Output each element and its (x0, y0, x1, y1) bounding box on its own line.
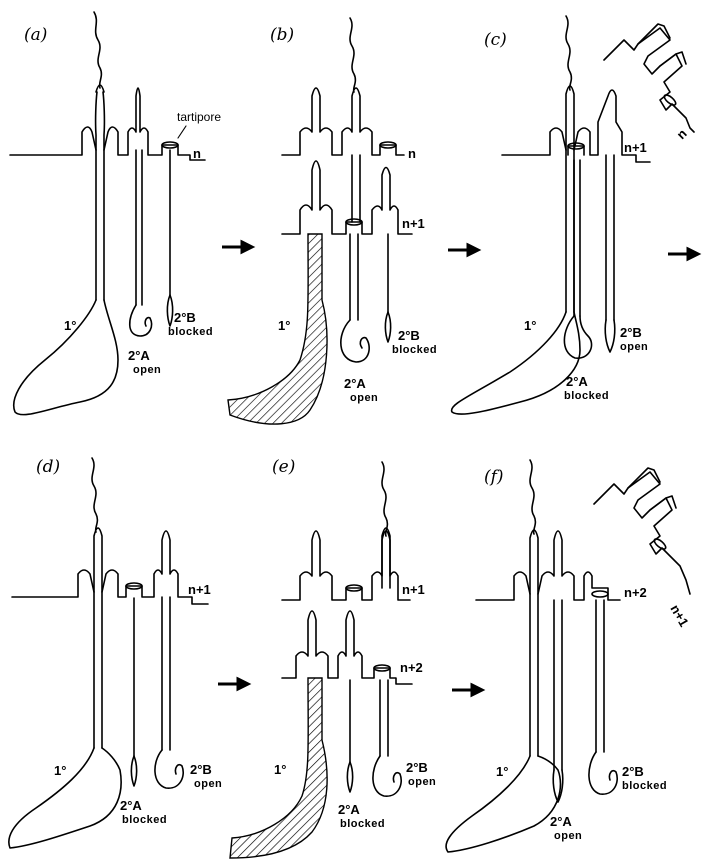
inset-label: n+1 (667, 602, 691, 629)
level-label: n+1 (402, 582, 425, 597)
inset-label: n (674, 126, 690, 142)
secondary-a-blocked (131, 756, 136, 786)
secondary-a-stem (350, 155, 360, 320)
level-line (12, 531, 208, 604)
secondary-b-hook (155, 750, 183, 788)
primary-stem (94, 528, 102, 748)
secondary-a-state: blocked (122, 814, 167, 826)
secondary-a-state: open (554, 830, 582, 842)
secondary-b-state: open (408, 776, 436, 788)
tartipore (592, 591, 608, 597)
secondary-b-state: open (194, 778, 222, 790)
secondary-b-stem (162, 597, 170, 750)
panel-label: (f) (484, 467, 504, 487)
panel-e: (e) n+1 n+2 1° 2°A blocked 2°B open (230, 457, 436, 858)
secondary-b-hook (373, 756, 401, 796)
secondary-a-state: open (133, 364, 161, 376)
inset-diagram: n+1 (594, 468, 692, 629)
level-line (282, 88, 404, 155)
secondary-b-label: 2°B (398, 328, 420, 343)
panel-label: (a) (24, 25, 47, 45)
secondary-a-label: 2°A (120, 798, 142, 813)
primary-bag (452, 312, 580, 414)
level-line (282, 611, 412, 684)
secondary-a-label: 2°A (128, 348, 150, 363)
tartipore-annotation: tartipore (177, 110, 221, 124)
secondary-b-open (605, 320, 615, 352)
primary-stem-top (92, 458, 97, 532)
primary-label: 1° (496, 764, 508, 779)
secondary-a-state: open (350, 392, 378, 404)
primary-label: 1° (524, 318, 536, 333)
primary-stem-top (566, 16, 571, 90)
secondary-b-state: blocked (622, 780, 667, 792)
primary-label: 1° (64, 318, 76, 333)
secondary-b-stem-top (382, 462, 387, 536)
primary-stem-top (94, 12, 101, 88)
secondary-a-state: blocked (340, 818, 385, 830)
secondary-b-label: 2°B (406, 760, 428, 775)
panel-label: (c) (484, 30, 507, 50)
secondary-a-stem (574, 160, 580, 316)
secondary-a-blocked (564, 316, 591, 358)
secondary-a-label: 2°A (550, 814, 572, 829)
secondary-b-state: blocked (392, 344, 437, 356)
secondary-b-blocked (167, 295, 172, 326)
panel-d: (d) n+1 1° 2°A blocked 2°B open (9, 457, 222, 848)
secondary-b-label: 2°B (190, 762, 212, 777)
panel-label: (b) (270, 25, 294, 45)
secondary-b-stem (596, 600, 604, 752)
primary-stem-top (530, 460, 535, 534)
panel-label: (d) (36, 457, 60, 477)
level-label: n+1 (624, 140, 647, 155)
secondary-a-hook (341, 320, 369, 362)
secondary-a-label: 2°A (338, 802, 360, 817)
secondary-a-stem (136, 150, 142, 305)
secondary-a-hook (130, 305, 152, 336)
panel-c: (c) n+1 1° 2°A blocked 2°B open n (452, 16, 694, 414)
panel-b: (b) n n+1 1° 2°A open 2°B blocked (228, 18, 437, 424)
secondary-b-blocked (385, 312, 390, 342)
level-label: n+1 (402, 216, 425, 231)
level-line (10, 88, 205, 160)
secondary-b-hook (589, 752, 617, 794)
secondary-b-label: 2°B (620, 325, 642, 340)
secondary-b-stem (606, 155, 614, 320)
secondary-b-state: blocked (168, 326, 213, 338)
primary-stem (530, 530, 538, 756)
panel-f: (f) n+2 1° 2°A open 2°B blocked n+1 (446, 460, 692, 852)
secondary-b-state: open (620, 341, 648, 353)
secondary-a-label: 2°A (566, 374, 588, 389)
secondary-a-state: blocked (564, 390, 609, 402)
primary-label: 1° (278, 318, 290, 333)
secondary-b-label: 2°B (174, 310, 196, 325)
panel-a: (a) n tartipore 1° 2°A open 2°B blocked (10, 12, 221, 415)
secondary-a-label: 2°A (344, 376, 366, 391)
secondary-a-stem (554, 600, 562, 770)
primary-label: 1° (274, 762, 286, 777)
level-label: n+2 (624, 585, 647, 600)
primary-stem (566, 86, 574, 312)
secondary-a-stem-top (350, 18, 355, 92)
secondary-a-blocked (347, 762, 352, 792)
level-line (476, 531, 620, 600)
level-label: n (193, 146, 201, 161)
level-label: n+2 (400, 660, 423, 675)
primary-label: 1° (54, 763, 66, 778)
secondary-b-label: 2°B (622, 764, 644, 779)
level-label: n+1 (188, 582, 211, 597)
panel-label: (e) (272, 457, 295, 477)
primary-stem (96, 92, 97, 300)
level-label: n (408, 146, 416, 161)
secondary-b-stem (380, 528, 390, 756)
